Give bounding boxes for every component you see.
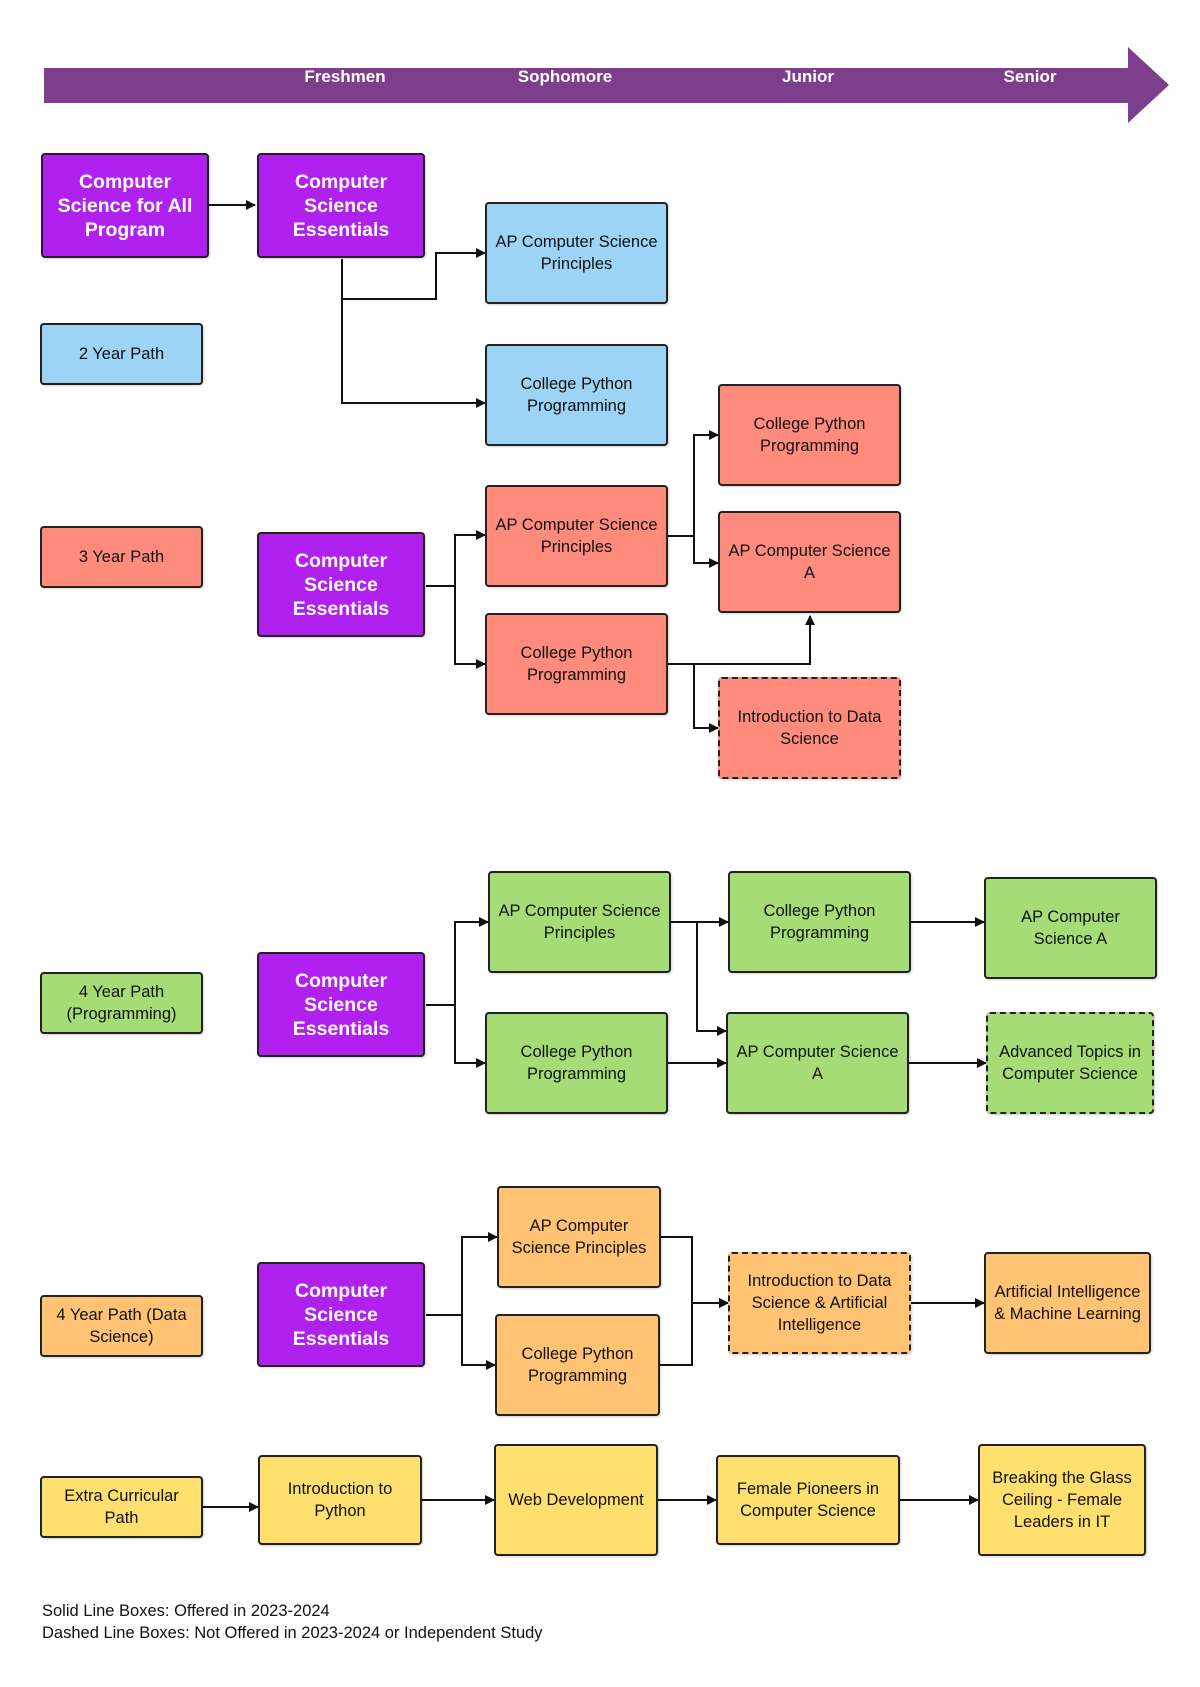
college-python-3y-box: College Python Programming: [485, 613, 668, 715]
college-python-2y-box: College Python Programming: [485, 344, 668, 446]
year-senior: Senior: [1003, 67, 1057, 86]
ap-csa-4yp-senior-box: AP Computer Science A: [984, 877, 1157, 979]
link-3y-python-to-intro-ds: [668, 663, 719, 733]
link-4yp-essentials-to-python: [426, 1004, 486, 1068]
cs-essentials-2y-label: Computer Science Essentials: [292, 170, 390, 241]
cs-essentials-2y-box: Computer Science Essentials: [257, 153, 425, 258]
college-python-4yp-junior-box: College Python Programming: [728, 871, 911, 973]
cs-for-all-program-box: Computer Science for All Program: [41, 153, 209, 258]
three-year-path-label-box: 3 Year Path: [40, 526, 203, 588]
link-essentials-to-apcsp: [341, 248, 486, 300]
timeline-arrow: [44, 47, 1169, 123]
link-4yds-essentials-to-apcsp: [426, 1232, 498, 1316]
female-pioneers-box: Female Pioneers in Computer Science: [716, 1455, 900, 1545]
ap-csp-2y-label: AP Computer Science Principles: [495, 233, 658, 273]
college-python-2y-label: College Python Programming: [520, 375, 633, 415]
intro-data-science-3y-box: Introduction to Data Science: [718, 677, 901, 779]
ai-ml-4yds-label: Artificial Intelligence & Machine Learni…: [994, 1283, 1141, 1323]
ai-ml-4yds-box: Artificial Intelligence & Machine Learni…: [984, 1252, 1151, 1354]
cs-essentials-3y-box: Computer Science Essentials: [257, 532, 425, 637]
ap-csp-3y-label: AP Computer Science Principles: [495, 516, 658, 556]
cs-essentials-3y-label: Computer Science Essentials: [292, 549, 390, 620]
ap-csa-3y-label: AP Computer Science A: [728, 542, 891, 582]
female-pioneers-label: Female Pioneers in Computer Science: [736, 1480, 880, 1520]
link-3y-python-to-apcsa: [668, 615, 815, 665]
two-year-path-label-box: 2 Year Path: [40, 323, 203, 385]
link-4yds-apcsp-to-intro-ds-ai: [661, 1236, 729, 1308]
intro-data-science-3y-label: Introduction to Data Science: [737, 708, 882, 748]
intro-python-label: Introduction to Python: [287, 1480, 393, 1520]
ap-csa-4yp-senior-label: AP Computer Science A: [1021, 908, 1120, 948]
year-junior: Junior: [782, 67, 834, 86]
four-year-programming-label-box: 4 Year Path (Programming): [40, 972, 203, 1034]
ap-csp-4yds-box: AP Computer Science Principles: [497, 1186, 661, 1288]
four-year-programming-label: 4 Year Path (Programming): [66, 983, 177, 1023]
intro-ds-ai-4yds-label: Introduction to Data Science & Artificia…: [747, 1272, 892, 1334]
ap-csa-4yp-junior-box: AP Computer Science A: [726, 1012, 909, 1114]
timeline-arrow-shape: [44, 47, 1169, 123]
ap-csp-4yp-label: AP Computer Science Principles: [498, 902, 661, 942]
four-year-ds-label-box: 4 Year Path (Data Science): [40, 1295, 203, 1357]
college-python-4yp-junior-label: College Python Programming: [763, 902, 876, 942]
glass-ceiling-label: Breaking the Glass Ceiling - Female Lead…: [992, 1469, 1132, 1531]
legend: Solid Line Boxes: Offered in 2023-2024 D…: [42, 1600, 543, 1644]
link-3y-apcsp-to-apcsa: [668, 535, 719, 568]
link-3y-apcsp-to-python: [668, 430, 719, 537]
cs-essentials-4yds-box: Computer Science Essentials: [257, 1262, 425, 1367]
ap-csp-3y-box: AP Computer Science Principles: [485, 485, 668, 587]
advanced-topics-4yp-label: Advanced Topics in Computer Science: [999, 1043, 1141, 1083]
ap-csp-2y-box: AP Computer Science Principles: [485, 202, 668, 304]
web-development-box: Web Development: [494, 1444, 658, 1556]
three-year-path-label: 3 Year Path: [78, 548, 165, 566]
four-year-ds-label: 4 Year Path (Data Science): [56, 1306, 187, 1346]
college-python-3y-label: College Python Programming: [520, 644, 633, 684]
cs-for-all-program-label: Computer Science for All Program: [57, 170, 193, 241]
legend-solid: Solid Line Boxes: Offered in 2023-2024: [42, 1602, 330, 1620]
year-sophomore: Sophomore: [517, 67, 613, 86]
link-4yds-essentials-to-python: [426, 1314, 496, 1370]
link-4yp-apcsp-to-apcsa: [671, 921, 727, 1036]
link-3y-essentials-to-apcsp: [426, 530, 486, 587]
college-python-4yp-box: College Python Programming: [485, 1012, 668, 1114]
web-development-label: Web Development: [508, 1491, 644, 1509]
link-3y-essentials-to-python: [426, 585, 486, 669]
glass-ceiling-box: Breaking the Glass Ceiling - Female Lead…: [978, 1444, 1146, 1556]
college-python-4yds-box: College Python Programming: [495, 1314, 660, 1416]
intro-ds-ai-4yds-box: Introduction to Data Science & Artificia…: [728, 1252, 911, 1354]
two-year-path-label: 2 Year Path: [78, 345, 165, 363]
cs-essentials-4yp-label: Computer Science Essentials: [292, 969, 390, 1040]
cs-essentials-4yds-label: Computer Science Essentials: [292, 1279, 390, 1350]
legend-dashed: Dashed Line Boxes: Not Offered in 2023-2…: [42, 1624, 543, 1642]
college-python-3y-junior-box: College Python Programming: [718, 384, 901, 486]
ap-csa-4yp-junior-label: AP Computer Science A: [736, 1043, 899, 1083]
year-freshmen: Freshmen: [304, 67, 386, 86]
college-python-4yp-label: College Python Programming: [520, 1043, 633, 1083]
link-4yds-python-to-intro-ds-ai: [660, 1298, 729, 1366]
college-python-3y-junior-label: College Python Programming: [753, 415, 866, 455]
link-essentials-to-python: [341, 259, 486, 408]
advanced-topics-4yp-box: Advanced Topics in Computer Science: [986, 1012, 1154, 1114]
cs-essentials-4yp-box: Computer Science Essentials: [257, 952, 425, 1057]
intro-python-box: Introduction to Python: [258, 1455, 422, 1545]
ap-csp-4yds-label: AP Computer Science Principles: [511, 1217, 647, 1257]
extra-curricular-label-box: Extra Curricular Path: [40, 1476, 203, 1538]
link-4yp-essentials-to-apcsp: [426, 917, 489, 1006]
ap-csp-4yp-box: AP Computer Science Principles: [488, 871, 671, 973]
extra-curricular-label: Extra Curricular Path: [64, 1487, 179, 1527]
college-python-4yds-label: College Python Programming: [521, 1345, 634, 1385]
ap-csa-3y-box: AP Computer Science A: [718, 511, 901, 613]
